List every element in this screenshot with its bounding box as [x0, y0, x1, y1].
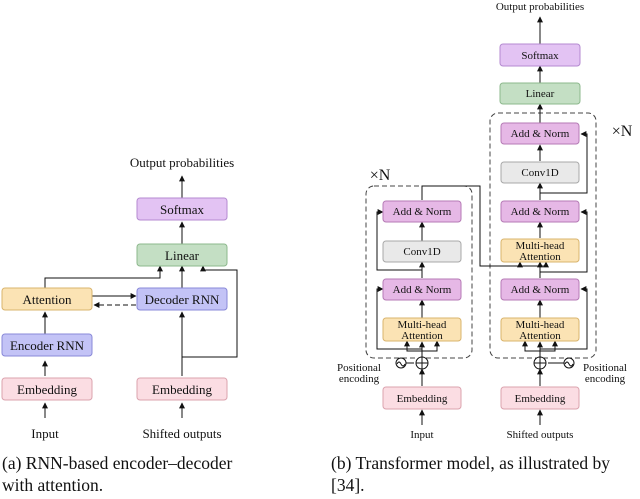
rnn-softmax-label: Softmax	[160, 202, 205, 217]
tf-softmax-box	[499, 43, 581, 67]
dec-mha2-label-1: Multi-head	[516, 240, 565, 252]
transformer-connectors	[376, 16, 588, 425]
caption-b-line1: (b) Transformer model, as illustrated by	[331, 453, 610, 473]
enc-embedding-label: Embedding	[397, 393, 448, 405]
caption-a-line1: (a) RNN-based encoder–decoder	[2, 453, 233, 473]
enc-embedding-box	[382, 386, 462, 410]
caption-a: (a) RNN-based encoder–decoder with atten…	[2, 452, 232, 496]
dec-mha1-box	[500, 317, 580, 342]
dec-mha1-label-2: Attention	[519, 330, 561, 342]
encoder-adder	[415, 356, 429, 370]
rnn-embedding-dec-box	[136, 377, 228, 401]
rnn-linear-box	[136, 243, 228, 267]
tf-input-label: Input	[410, 429, 433, 441]
rnn-softmax-box	[136, 197, 228, 221]
rnn-embedding-enc-box	[1, 377, 93, 401]
dec-mha1-label-1: Multi-head	[516, 319, 565, 331]
enc-addnorm-bot-label: Add & Norm	[393, 284, 452, 296]
dec-addnorm-mid-label: Add & Norm	[511, 206, 570, 218]
dec-addnorm-bot-label: Add & Norm	[511, 284, 570, 296]
dec-conv-label: Conv1D	[521, 167, 558, 179]
caption-b: (b) Transformer model, as illustrated by…	[331, 452, 610, 496]
tf-linear-box	[499, 82, 581, 105]
caption-b-line2: [34].	[331, 475, 365, 495]
pos-enc-left-icon	[395, 357, 407, 369]
enc-mha-label-1: Multi-head	[398, 319, 447, 331]
enc-conv-box	[382, 240, 462, 263]
tf-output-label: Output probabilities	[496, 1, 584, 13]
tf-softmax-label: Softmax	[521, 50, 559, 62]
dec-mha2-box	[500, 238, 580, 263]
tf-shifted-label: Shifted outputs	[507, 429, 574, 441]
rnn-attention-label: Attention	[22, 292, 72, 307]
dec-embedding-box	[500, 386, 580, 410]
rnn-encoder-label: Encoder RNN	[10, 338, 85, 353]
rnn-embedding-enc-label: Embedding	[17, 382, 77, 397]
rnn-output-label: Output probabilities	[130, 155, 234, 170]
caption-a-line2: with attention.	[2, 475, 104, 495]
dec-addnorm-bot-box	[500, 278, 580, 301]
rnn-embedding-dec-label: Embedding	[152, 382, 212, 397]
rnn-attention-box	[1, 287, 93, 311]
enc-addnorm-bot-box	[382, 278, 462, 301]
decoder-adder	[533, 356, 547, 370]
dec-times-n-label: ×N	[612, 123, 633, 140]
rnn-decoder-label: Decoder RNN	[145, 292, 220, 307]
enc-mha-box	[382, 317, 462, 342]
enc-times-n-label: ×N	[370, 167, 391, 184]
tf-linear-label: Linear	[526, 88, 555, 100]
transformer-diagram: Softmax Linear Add & Norm Conv1D Add & N…	[337, 1, 633, 441]
rnn-shifted-label: Shifted outputs	[142, 426, 221, 441]
rnn-encoder-box	[1, 333, 93, 357]
enc-addnorm-top-box	[382, 200, 462, 223]
enc-mha-label-2: Attention	[401, 330, 443, 342]
dec-embedding-label: Embedding	[515, 393, 566, 405]
dec-conv-box	[500, 161, 580, 184]
rnn-connectors	[42, 175, 238, 418]
rnn-input-label: Input	[31, 426, 59, 441]
rnn-linear-label: Linear	[165, 248, 200, 263]
enc-conv-label: Conv1D	[403, 246, 440, 258]
rnn-decoder-box	[136, 287, 228, 311]
pos-enc-right-label-2: encoding	[585, 373, 626, 385]
dec-mha2-label-2: Attention	[519, 251, 561, 263]
dec-addnorm-top-box	[500, 122, 580, 145]
dec-addnorm-top-label: Add & Norm	[511, 128, 570, 140]
pos-enc-right-label-1: Positional	[583, 362, 627, 374]
pos-enc-left-label-2: encoding	[339, 373, 380, 385]
rnn-diagram: Softmax Linear Attention Decoder RNN Enc…	[1, 155, 238, 441]
enc-addnorm-top-label: Add & Norm	[393, 206, 452, 218]
pos-enc-left-label-1: Positional	[337, 362, 381, 374]
pos-enc-right-icon	[563, 357, 575, 369]
dec-addnorm-mid-box	[500, 200, 580, 223]
